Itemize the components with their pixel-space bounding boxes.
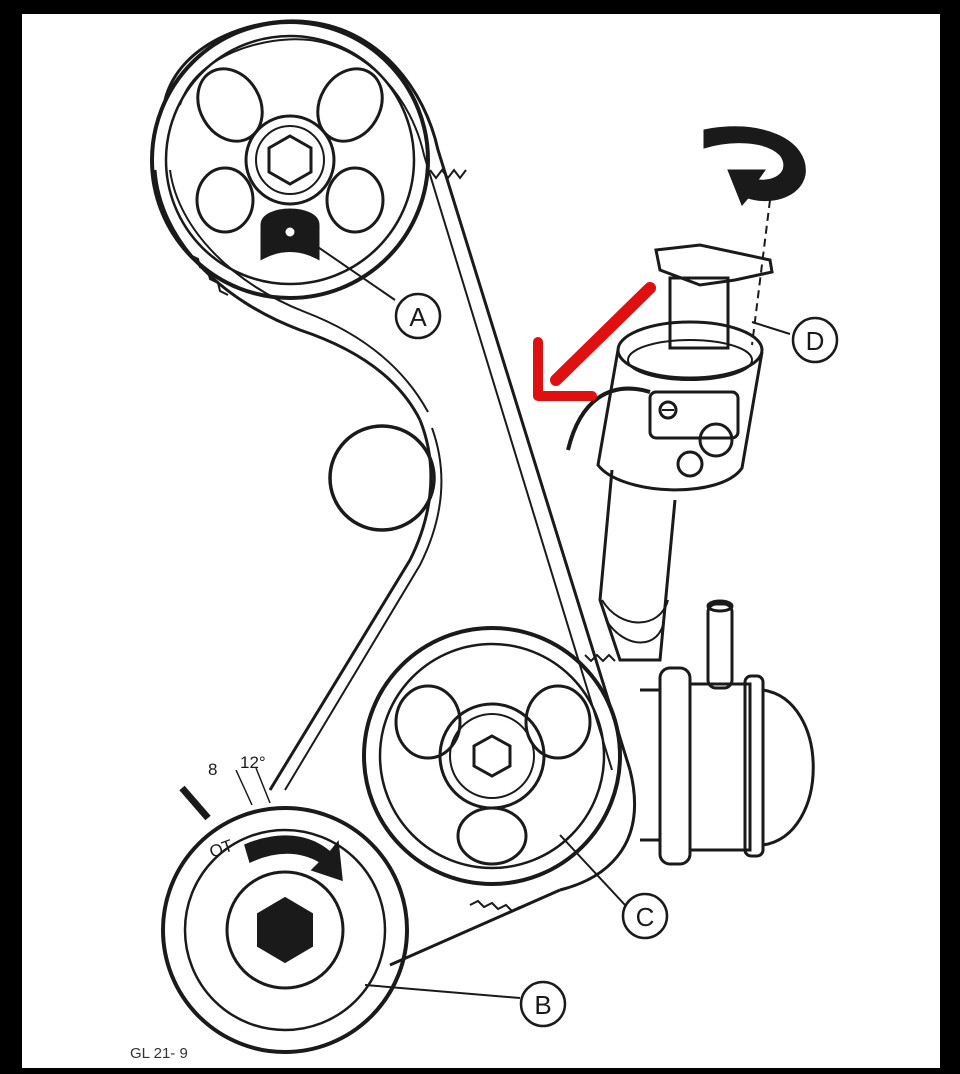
crankshaft-pulley-b: [161, 806, 409, 1054]
callout-d: D: [791, 316, 839, 364]
leader-a: [295, 231, 396, 301]
mark-ot-label: OT: [207, 836, 236, 862]
leader-d: [751, 321, 791, 335]
intermediate-shaft-pulley-c: [362, 626, 622, 886]
callout-b-label: B: [534, 990, 551, 1020]
timing-belt-diagram: 8 12° OT: [130, 19, 839, 1062]
leader-b: [364, 984, 521, 999]
mark-12-leader: [255, 767, 271, 804]
callout-d-label: D: [806, 326, 825, 356]
pump-housing: [640, 599, 815, 866]
highlight-arrow: [533, 282, 656, 401]
callout-c-label: C: [636, 902, 655, 932]
diagram-frame: 8 12° OT: [22, 14, 940, 1068]
distributor-d: [566, 126, 806, 662]
mark-8-label: 8: [208, 760, 217, 779]
figure-code: GL 21- 9: [130, 1045, 188, 1062]
idler-pulley: [328, 424, 436, 532]
callout-b: B: [519, 980, 567, 1028]
leader-c: [559, 834, 626, 906]
callout-c: C: [621, 892, 669, 940]
mark-12-label: 12°: [240, 753, 266, 772]
camshaft-pulley-a: [150, 20, 430, 300]
callout-a-label: A: [409, 302, 427, 332]
reference-pointer: [179, 785, 211, 821]
mark-8-leader: [235, 769, 253, 806]
callout-a: A: [394, 292, 442, 340]
